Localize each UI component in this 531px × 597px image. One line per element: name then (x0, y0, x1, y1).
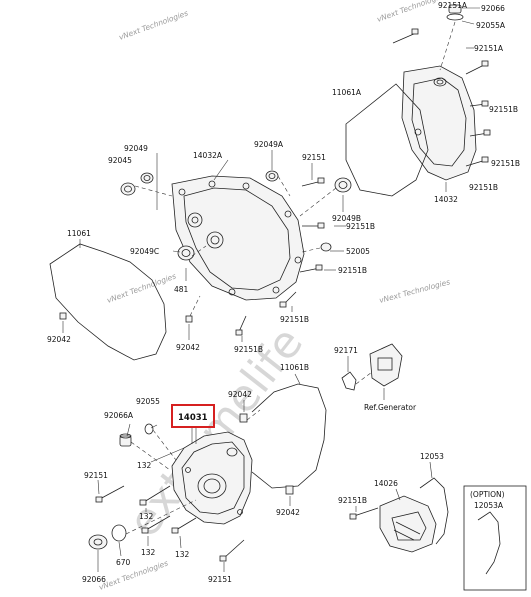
seal-92049a (265, 170, 279, 182)
clamp-92171 (341, 371, 357, 391)
label-92151a: 92151A (474, 44, 504, 53)
watermark-vnext: vNext Technologies (376, 0, 448, 24)
label-92066: 92066 (481, 4, 505, 13)
crankcase-cover-14031 (171, 431, 253, 525)
label-11061b: 11061B (280, 363, 309, 372)
cover-14026 (379, 495, 437, 553)
bolt (139, 485, 171, 506)
label-92151: 92151 (84, 471, 108, 480)
bolt (219, 539, 245, 562)
gasket-11061b (251, 383, 327, 489)
label-14032: 14032 (434, 195, 458, 204)
seal-92049 (140, 172, 154, 184)
label-92151b: 92151B (346, 222, 375, 231)
dowel (239, 413, 248, 423)
bolt (469, 129, 491, 137)
watermark-vnext: vNext Technologies (106, 271, 178, 304)
label-14032a: 14032A (193, 151, 223, 160)
label-14026: 14026 (374, 479, 398, 488)
label-92066a: 92066A (104, 411, 134, 420)
label-12053: 12053 (420, 452, 444, 461)
label-92066: 92066 (82, 575, 106, 584)
label-92055a: 92055A (476, 21, 506, 30)
watermark-vnext: vNext Technologies (118, 8, 190, 41)
bolt (279, 291, 297, 308)
bolt (141, 515, 171, 534)
bolt (349, 507, 379, 520)
bolt (392, 28, 419, 44)
option-box (463, 485, 527, 591)
label-92042: 92042 (228, 390, 252, 399)
label-92042: 92042 (176, 343, 200, 352)
dowel (285, 485, 294, 495)
bolt (299, 264, 323, 273)
crankcase-cover-14032a (171, 175, 305, 301)
label-92049: 92049 (124, 144, 148, 153)
guide-12053a (477, 511, 501, 575)
bolt (171, 517, 197, 534)
label-92055: 92055 (136, 397, 160, 406)
o-ring-670 (111, 524, 127, 542)
highlight-box-14031[interactable] (171, 404, 215, 428)
bolt (469, 100, 489, 107)
seal-92049b (334, 177, 352, 193)
label-132: 132 (139, 512, 154, 521)
label-92151: 92151 (208, 575, 232, 584)
label-92151: 92151 (302, 153, 326, 162)
label-92151b: 92151B (280, 315, 309, 324)
guide-12053 (419, 477, 449, 545)
label-12053a: 12053A (474, 501, 504, 510)
label-92171: 92171 (334, 346, 358, 355)
label-option: (OPTION) (470, 490, 505, 499)
bolt (302, 222, 325, 229)
label-92151b: 92151B (234, 345, 263, 354)
label-92151b: 92151B (338, 266, 367, 275)
label-11061: 11061 (67, 229, 91, 238)
label-670: 670 (116, 558, 131, 567)
label-92151b: 92151B (338, 496, 367, 505)
dowel (59, 312, 67, 320)
label-52005: 52005 (346, 247, 370, 256)
label-132: 132 (137, 461, 152, 470)
label-92151b: 92151B (469, 183, 498, 192)
bolt (235, 315, 247, 336)
label-11061a: 11061A (332, 88, 362, 97)
clutch-cover-14032 (401, 65, 477, 181)
plug-52005 (320, 242, 332, 252)
label-92151a: 92151A (438, 1, 468, 10)
bolt (301, 177, 325, 187)
plug-92066 (88, 534, 108, 550)
bearing-92045 (120, 182, 136, 196)
gasket-11061a (345, 83, 429, 197)
label-92042: 92042 (276, 508, 300, 517)
bolt (465, 60, 489, 75)
label-92049c: 92049C (130, 247, 159, 256)
dowel (185, 315, 193, 323)
bolt (465, 156, 489, 167)
label-14031[interactable]: 14031 (178, 413, 208, 423)
label-481: 481 (174, 285, 189, 294)
label-132: 132 (175, 550, 190, 559)
cap-92066 (446, 4, 464, 21)
seal-92049c (177, 245, 195, 261)
label-92049b: 92049B (332, 214, 361, 223)
bolt (95, 485, 125, 503)
label-92151b: 92151B (491, 159, 520, 168)
watermark-vnext: vNext Technologies (98, 558, 170, 591)
label-92049a: 92049A (254, 140, 284, 149)
label-92042: 92042 (47, 335, 71, 344)
pickup-bracket (369, 343, 403, 387)
label-92045: 92045 (108, 156, 132, 165)
o-ring-92055 (144, 423, 154, 435)
watermark-vnext: vNext Technologies (378, 277, 451, 305)
plug-92066a (119, 433, 132, 447)
label-ref-generator: Ref.Generator (364, 403, 417, 412)
gasket-11061 (49, 243, 167, 361)
label-92151b: 92151B (489, 105, 518, 114)
label-132: 132 (141, 548, 156, 557)
